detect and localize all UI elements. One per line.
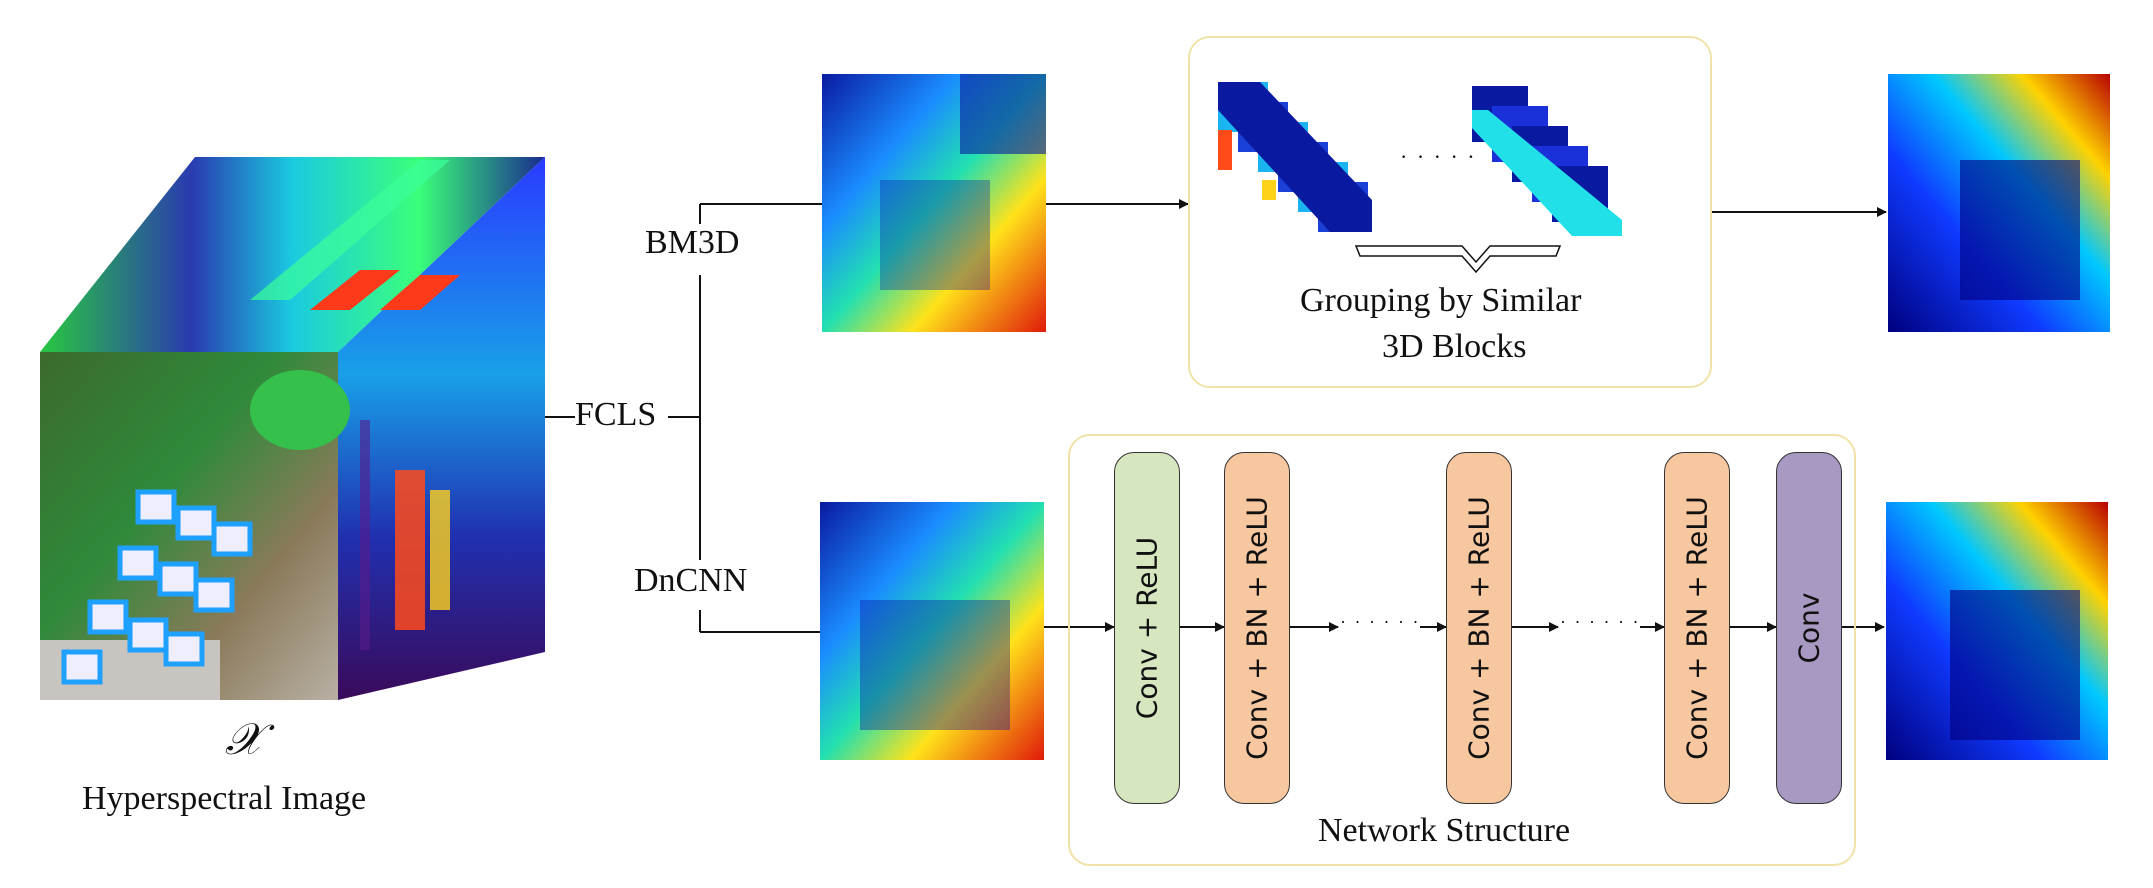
dncnn-input-thumbnail — [820, 502, 1044, 760]
network-dots-1: · · · · · · — [1340, 612, 1421, 633]
layer-conv-relu: Conv + ReLU — [1114, 452, 1180, 804]
bm3d-output-thumbnail — [1888, 74, 2110, 332]
similar-block-stack-1 — [1218, 82, 1372, 232]
layer-conv-bn-relu-3: Conv + BN + ReLU — [1664, 452, 1730, 804]
hyperspectral-cube — [40, 157, 545, 700]
layer-label: Conv + BN + ReLU — [1462, 496, 1496, 760]
grouping-dots: · · · · · — [1400, 144, 1477, 169]
layer-conv-bn-relu-2: Conv + BN + ReLU — [1446, 452, 1512, 804]
layer-conv: Conv — [1776, 452, 1842, 804]
hsi-symbol: 𝒳 — [225, 715, 263, 764]
layer-label: Conv + ReLU — [1130, 536, 1164, 720]
bm3d-input-thumbnail — [822, 74, 1046, 332]
similar-block-stack-2 — [1472, 86, 1622, 236]
layer-conv-bn-relu-1: Conv + BN + ReLU — [1224, 452, 1290, 804]
layer-label: Conv — [1792, 592, 1826, 664]
layer-label: Conv + BN + ReLU — [1240, 496, 1274, 760]
fcls-label: FCLS — [575, 396, 657, 433]
bm3d-label: BM3D — [645, 224, 740, 262]
dncnn-output-thumbnail — [1886, 502, 2108, 760]
network-dots-2: · · · · · · — [1560, 612, 1641, 633]
hsi-caption: Hyperspectral Image — [82, 780, 367, 817]
layer-label: Conv + BN + ReLU — [1680, 496, 1714, 760]
grouping-title-line1: Grouping by Similar — [1300, 282, 1582, 319]
network-structure-box: Network Structure — [1068, 434, 1856, 866]
network-structure-title: Network Structure — [1318, 812, 1571, 849]
bm3d-grouping-box: · · · · · Grouping by Similar 3D Blocks — [1188, 36, 1712, 388]
grouping-brace — [1354, 245, 1562, 274]
grouping-title-line2: 3D Blocks — [1382, 328, 1527, 365]
dncnn-label: DnCNN — [634, 562, 748, 600]
